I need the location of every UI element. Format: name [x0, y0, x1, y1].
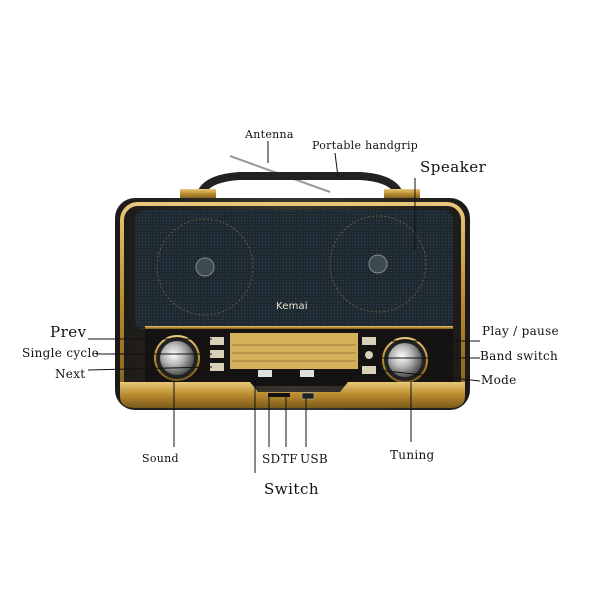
label-next: Next	[55, 367, 86, 381]
power-switch[interactable]	[258, 370, 272, 377]
panel-trim-top	[145, 326, 453, 329]
tuning-dial-window	[230, 333, 358, 369]
sd-tf-slot[interactable]	[268, 393, 290, 397]
label-mode: Mode	[481, 373, 517, 387]
handle-mount-left	[180, 189, 216, 199]
speaker-right-ring	[329, 215, 427, 313]
label-switch: Switch	[264, 480, 320, 498]
handgrip	[196, 172, 404, 198]
band-slider[interactable]	[300, 370, 314, 377]
prev-button[interactable]	[210, 337, 224, 345]
handle-mount-right	[384, 189, 420, 199]
leader-lines	[87, 141, 481, 473]
next-button[interactable]	[210, 363, 224, 371]
label-antenna: Antenna	[245, 128, 294, 141]
band-switch-button[interactable]	[365, 351, 373, 359]
usb-port[interactable]	[301, 392, 315, 400]
label-tuning: Tuning	[390, 448, 435, 462]
label-band-switch: Band switch	[480, 349, 559, 363]
label-usb: USB	[300, 452, 329, 466]
label-sd: SD	[262, 452, 281, 466]
label-single-cycle: Single cycle	[22, 346, 99, 360]
speaker-left-ring	[156, 218, 254, 316]
label-speaker: Speaker	[420, 158, 487, 176]
label-sound: Sound	[142, 452, 179, 465]
gold-base	[120, 382, 465, 408]
label-handgrip: Portable handgrip	[312, 139, 419, 152]
label-prev: Prev	[50, 323, 87, 341]
single-cycle-button[interactable]	[210, 350, 224, 358]
play-pause-button[interactable]	[362, 337, 376, 345]
speaker-left-cap	[195, 257, 215, 277]
volume-knob[interactable]	[160, 341, 194, 375]
label-play-pause: Play / pause	[482, 324, 559, 338]
brand-logo: Kemai	[276, 301, 308, 312]
speaker-right-cap	[368, 254, 388, 274]
mode-button[interactable]	[362, 366, 376, 374]
speaker-grille	[135, 210, 453, 330]
label-tf: TF	[281, 452, 298, 466]
tuning-knob[interactable]	[388, 343, 422, 377]
